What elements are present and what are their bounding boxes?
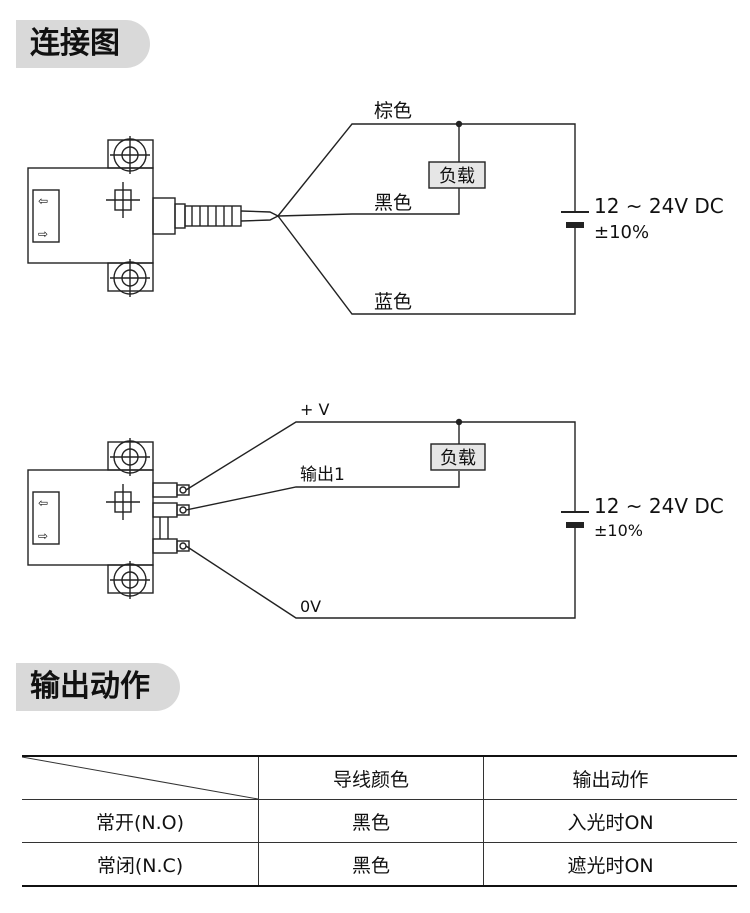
sensor-body: ⇦ ⇨ — [27, 136, 154, 297]
load-label: 负载 — [439, 166, 475, 187]
load-box — [428, 161, 486, 189]
load-box — [430, 443, 486, 471]
output-action-title: 输出动作 — [16, 663, 180, 711]
sensor-body: ⇦ ⇨ — [27, 438, 154, 599]
wiring-diagram-cable: ⇦ ⇨ 负载 棕色 黑色 蓝色 12 ~ 24V DC ±10% — [27, 100, 724, 315]
supply-voltage-label: 12 ~ 24V DC — [594, 494, 724, 518]
table-cell-mode: 常开(N.O) — [22, 799, 259, 843]
svg-text:⇨: ⇨ — [38, 227, 48, 241]
table-row: 常闭(N.C) 黑色 遮光时ON — [22, 842, 737, 887]
table-header-row: 导线颜色 输出动作 — [22, 755, 737, 800]
connection-diagram-title: 连接图 — [16, 20, 150, 68]
wire-brown-label: 棕色 — [374, 100, 412, 122]
svg-text:⇨: ⇨ — [38, 529, 48, 543]
wire-output-label: 输出1 — [300, 465, 345, 485]
supply-tolerance-label: ±10% — [594, 521, 643, 540]
table-header-cell: 导线颜色 — [257, 755, 485, 800]
wires — [277, 120, 576, 315]
wire-blue-label: 蓝色 — [374, 291, 412, 313]
terminal-pins — [152, 482, 190, 554]
wire-black-label: 黑色 — [374, 192, 412, 214]
cable-connector — [152, 197, 280, 235]
supply-voltage-label: 12 ~ 24V DC — [594, 194, 724, 218]
svg-text:⇦: ⇦ — [38, 194, 48, 208]
table-cell-color: 黑色 — [257, 842, 485, 887]
wire-plus-label: + V — [300, 400, 329, 419]
svg-text:⇦: ⇦ — [38, 496, 48, 510]
load-label: 负载 — [440, 448, 476, 469]
dc-supply-symbol — [561, 211, 589, 228]
table-cell-mode: 常闭(N.C) — [22, 842, 259, 887]
wire-zero-label: 0V — [300, 597, 321, 616]
dc-supply-symbol — [561, 511, 589, 528]
wiring-diagram-terminal: ⇦ ⇨ 负载 + V 输出1 0V 12 ~ 24V DC ±10% — [27, 400, 724, 619]
table-row: 常开(N.O) 黑色 入光时ON — [22, 799, 737, 843]
table-cell-action: 遮光时ON — [483, 842, 737, 887]
diagonal-divider — [22, 757, 258, 799]
wires — [185, 418, 576, 619]
table-cell-action: 入光时ON — [483, 799, 737, 843]
table-header-cell: 输出动作 — [483, 755, 737, 800]
output-action-table: 导线颜色 输出动作 常开(N.O) 黑色 入光时ON 常闭(N.C) 黑色 遮光… — [22, 755, 737, 887]
table-corner-cell — [22, 755, 259, 800]
supply-tolerance-label: ±10% — [594, 222, 649, 243]
table-cell-color: 黑色 — [257, 799, 485, 843]
